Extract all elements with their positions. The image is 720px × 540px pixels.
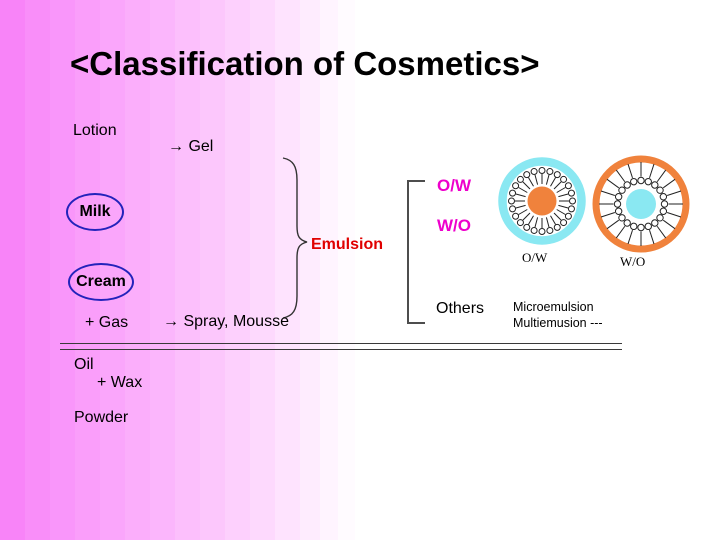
- label-spray-mousse: → Spray, Mousse: [163, 313, 289, 330]
- emulsion-types-bracket: [407, 180, 425, 324]
- wo-water-core: [626, 189, 656, 219]
- label-wo: W/O: [437, 216, 471, 235]
- label-others: Others: [436, 300, 485, 317]
- others-detail: Microemulsion Multiemusion ---: [513, 300, 603, 331]
- emulsion-brace: [282, 157, 308, 319]
- ow-diagram-label: O/W: [522, 250, 548, 265]
- label-milk: Milk: [79, 203, 111, 220]
- wo-surfactant-spokes: [599, 162, 683, 246]
- label-emulsion: Emulsion: [311, 236, 384, 253]
- label-powder: Powder: [74, 409, 129, 426]
- label-gel: → Gel: [168, 138, 214, 155]
- label-ow: O/W: [437, 176, 471, 195]
- label-wax: + Wax: [97, 374, 143, 391]
- wo-micelle-diagram: [592, 155, 690, 253]
- wo-diagram-label: W/O: [620, 254, 646, 269]
- label-gas: + Gas: [85, 314, 129, 331]
- divider-double-line: [60, 343, 622, 350]
- milk-oval: Milk: [66, 193, 124, 231]
- ow-oil-core: [527, 186, 557, 216]
- label-oil: Oil: [74, 356, 94, 373]
- label-lotion: Lotion: [73, 122, 117, 139]
- ow-surfactant-spokes: [508, 167, 576, 235]
- cream-oval: Cream: [68, 263, 134, 301]
- label-microemulsion: Microemulsion: [513, 300, 594, 314]
- label-cream: Cream: [76, 273, 126, 290]
- label-multiemulsion: Multiemusion ---: [513, 315, 603, 330]
- ow-micelle-diagram: [498, 157, 586, 245]
- slide-title: <Classification of Cosmetics>: [70, 45, 540, 82]
